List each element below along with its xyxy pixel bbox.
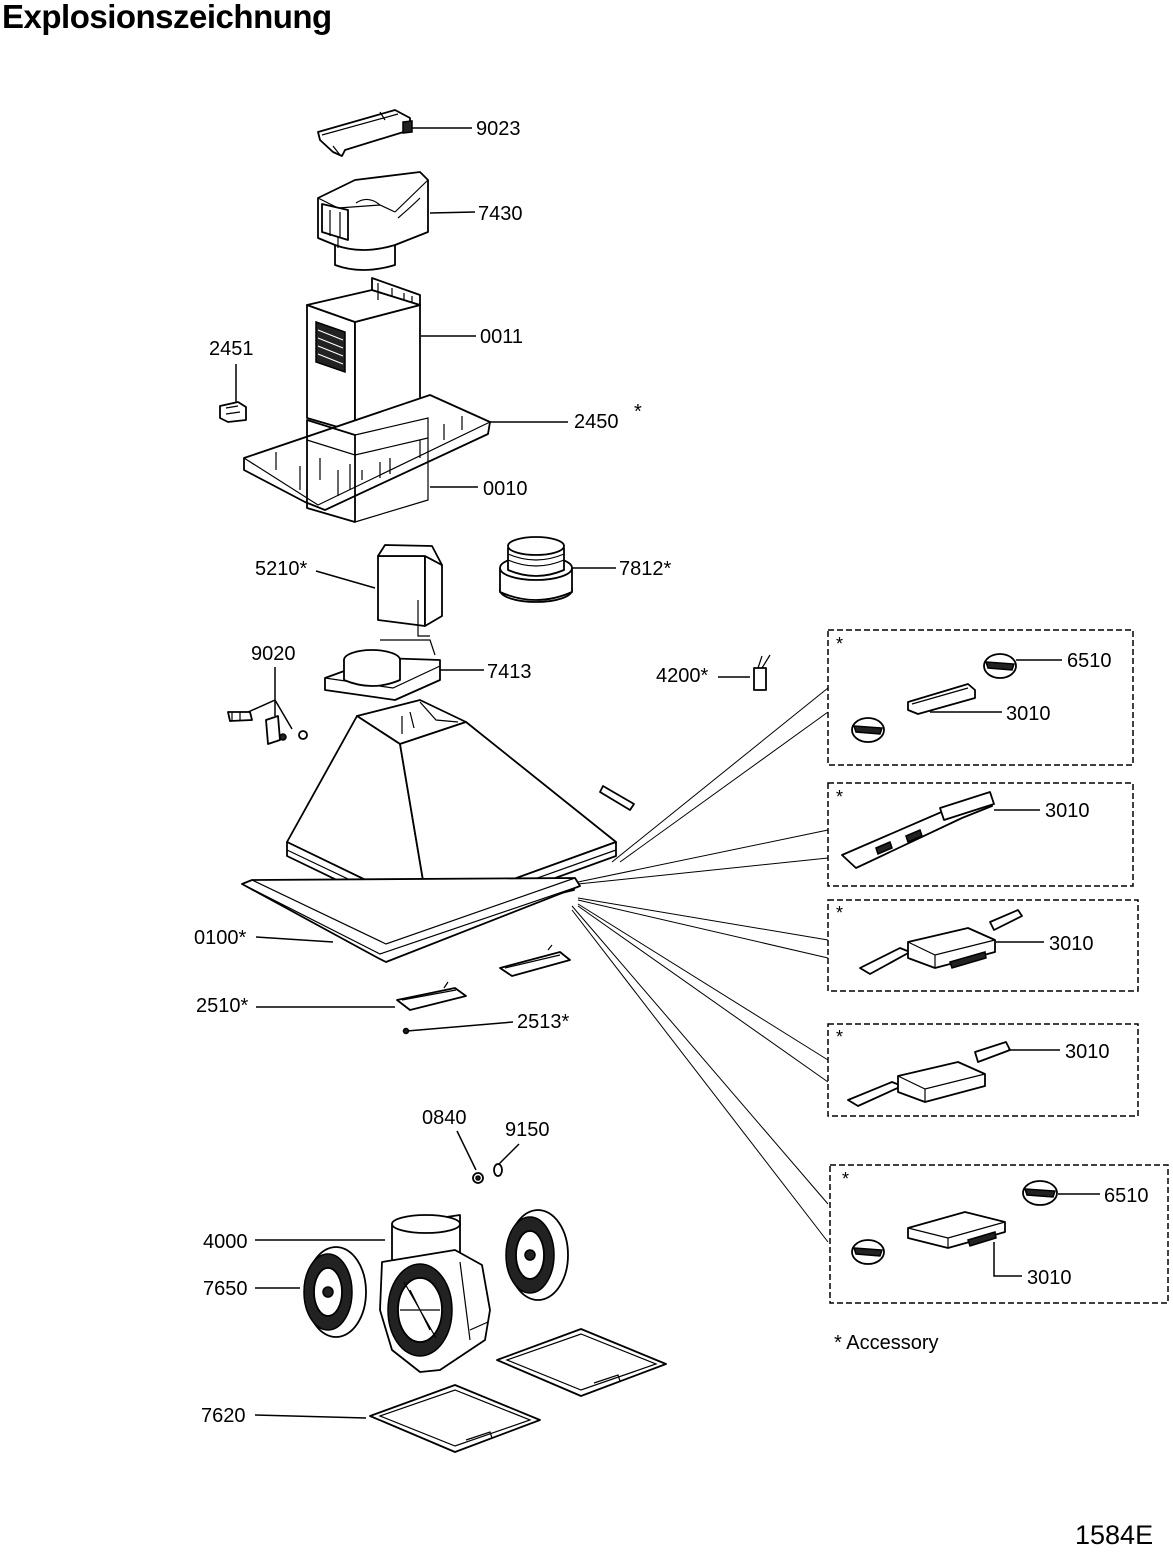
- part-2513-screw: [402, 1027, 410, 1035]
- drawing-code: 1584E: [1075, 1520, 1154, 1550]
- label-4200: 4200*: [656, 665, 708, 687]
- box5-label-6510: 6510: [1104, 1185, 1149, 1207]
- part-7430-air-diverter: [317, 171, 429, 271]
- part-6510-knob-2: [851, 1180, 1058, 1265]
- label-2513: 2513*: [517, 1011, 569, 1033]
- part-7650-charcoal-filter: [303, 1209, 569, 1338]
- label-2451: 2451: [209, 338, 254, 360]
- label-4000: 4000: [203, 1231, 248, 1253]
- accessory-box-5: * 6510 3010: [829, 1164, 1169, 1304]
- part-3010-control-module-3: [907, 1211, 1006, 1249]
- part-4000-motor: [379, 1214, 491, 1373]
- box1-label-6510: 6510: [1067, 650, 1112, 672]
- box5-marker: *: [842, 1169, 849, 1189]
- box4-label-3010: 3010: [1065, 1041, 1110, 1063]
- part-3010-control-module: [859, 909, 1023, 975]
- label-7620: 7620: [201, 1405, 246, 1427]
- label-2450-star: *: [634, 401, 642, 423]
- part-knob-bar: [599, 785, 635, 811]
- part-9023-bracket: [317, 109, 413, 157]
- part-2510-light-cover: [396, 944, 571, 1011]
- box4-marker: *: [836, 1027, 843, 1047]
- label-7812: 7812*: [619, 558, 671, 580]
- part-7620-grease-filter: [369, 1328, 667, 1453]
- page-title: Explosionszeichnung: [2, 0, 332, 35]
- box5-label-3010: 3010: [1027, 1267, 1072, 1289]
- part-5210-cartridge: [377, 544, 443, 637]
- box1-label-3010: 3010: [1006, 703, 1051, 725]
- label-9023: 9023: [476, 118, 521, 140]
- label-2450: 2450: [574, 411, 619, 433]
- part-3010-switch-bar: [907, 683, 976, 715]
- chimney-vent-grille: [315, 320, 346, 374]
- box2-label-3010: 3010: [1045, 800, 1090, 822]
- accessory-box-1: * 6510 3010: [827, 629, 1134, 766]
- part-2451-clip: [219, 401, 247, 423]
- part-7413-motor-plate: [324, 639, 441, 701]
- label-0010: 0010: [483, 478, 528, 500]
- box3-label-3010: 3010: [1049, 933, 1094, 955]
- part-9020-fixing-kit: [227, 711, 308, 745]
- box1-marker: *: [836, 634, 843, 654]
- accessory-leader-rays: [571, 687, 829, 1243]
- label-7650: 7650: [203, 1278, 248, 1300]
- label-7430: 7430: [478, 203, 523, 225]
- part-0010-lower-chimney: [306, 417, 429, 523]
- accessory-legend: * Accessory: [834, 1332, 938, 1354]
- box2-marker: *: [836, 787, 843, 807]
- part-0840-nut: [472, 1172, 484, 1184]
- accessory-box-3: * 3010: [827, 899, 1139, 992]
- label-5210: 5210*: [255, 558, 307, 580]
- part-3010-switch-strip: [841, 791, 995, 869]
- label-0011: 0011: [480, 326, 523, 348]
- box3-marker: *: [836, 903, 843, 923]
- part-0100-frame: [241, 877, 581, 963]
- part-3010-control-module-2: [847, 1041, 1011, 1107]
- accessory-box-2: * 3010: [827, 782, 1134, 887]
- label-0840: 0840: [422, 1107, 467, 1129]
- accessory-box-4: * 3010: [827, 1023, 1139, 1117]
- label-9150: 9150: [505, 1119, 550, 1141]
- label-0100: 0100*: [194, 927, 246, 949]
- part-4200-lamp: [753, 654, 771, 691]
- label-9020: 9020: [251, 643, 296, 665]
- part-9150-washer: [493, 1163, 503, 1177]
- part-6510-knob: [851, 653, 1017, 743]
- label-7413: 7413: [487, 661, 532, 683]
- label-2510: 2510*: [196, 995, 248, 1017]
- part-7812-duct-adaptor: [499, 536, 573, 603]
